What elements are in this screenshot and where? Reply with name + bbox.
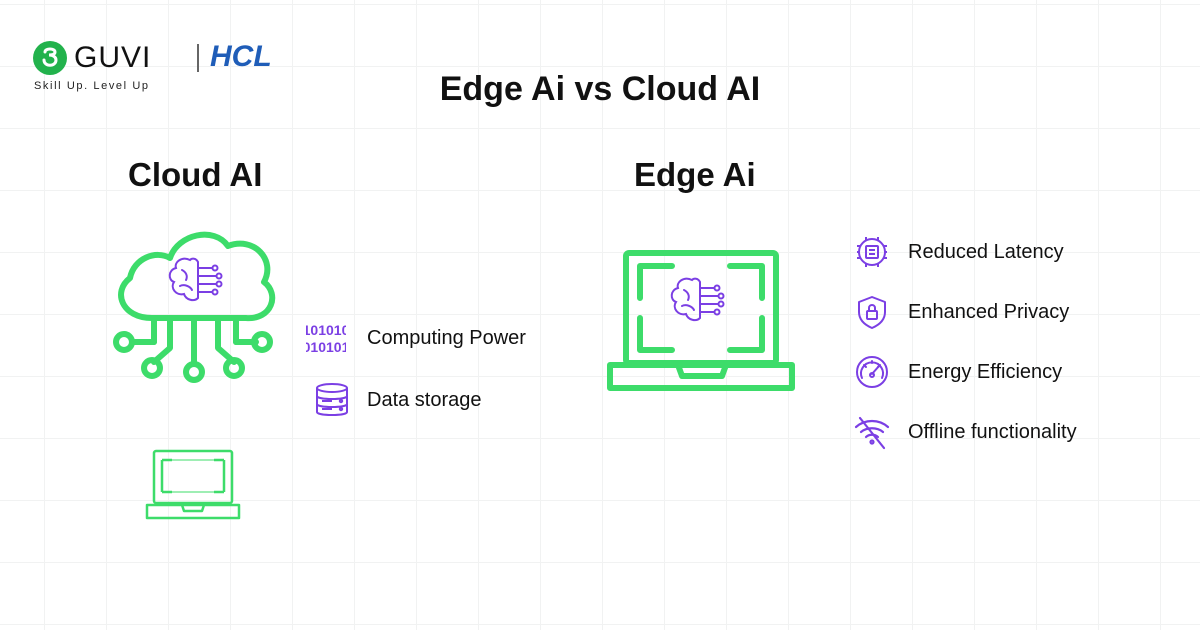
svg-text:101010: 101010: [306, 322, 346, 338]
feature-offline-functionality: Offline functionality: [852, 412, 1132, 452]
feature-enhanced-privacy: Enhanced Privacy: [852, 292, 1112, 332]
brand-name: GUVI: [74, 41, 152, 74]
feature-label: Data storage: [367, 389, 482, 411]
feature-label: Enhanced Privacy: [908, 301, 1070, 323]
cloud-brain-icon: [113, 231, 276, 383]
shield-lock-icon: [858, 296, 886, 329]
brand-divider: [197, 44, 199, 72]
feature-label: Reduced Latency: [908, 241, 1064, 263]
small-laptop-icon: [145, 449, 241, 520]
database-icon: [316, 383, 348, 416]
wifi-off-icon: [854, 416, 890, 450]
page-title: Edge Ai vs Cloud AI: [439, 70, 761, 108]
gauge-icon: [856, 356, 888, 388]
binary-icon: 101010 010101: [306, 322, 346, 355]
svg-text:010101: 010101: [306, 339, 346, 355]
guvi-logo-icon: [33, 41, 67, 75]
cloud-ai-heading: Cloud AI: [128, 156, 263, 193]
feature-data-storage: Data storage: [312, 380, 532, 420]
processor-icon: [857, 237, 887, 267]
feature-label: Energy Efficiency: [908, 361, 1063, 383]
partner-name: HCL: [210, 40, 272, 73]
feature-computing-power: 101010 010101 Computing Power: [306, 318, 566, 358]
feature-label: Offline functionality: [908, 421, 1077, 443]
feature-reduced-latency: Reduced Latency: [852, 232, 1112, 272]
edge-ai-heading: Edge Ai: [634, 156, 756, 193]
feature-label: Computing Power: [367, 327, 526, 349]
feature-energy-efficiency: Energy Efficiency: [852, 352, 1112, 392]
brand-tagline: Skill Up. Level Up: [34, 80, 150, 92]
brand-logo: GUVI HCL Skill Up. Level Up: [32, 38, 322, 98]
laptop-brain-icon: [607, 250, 795, 391]
